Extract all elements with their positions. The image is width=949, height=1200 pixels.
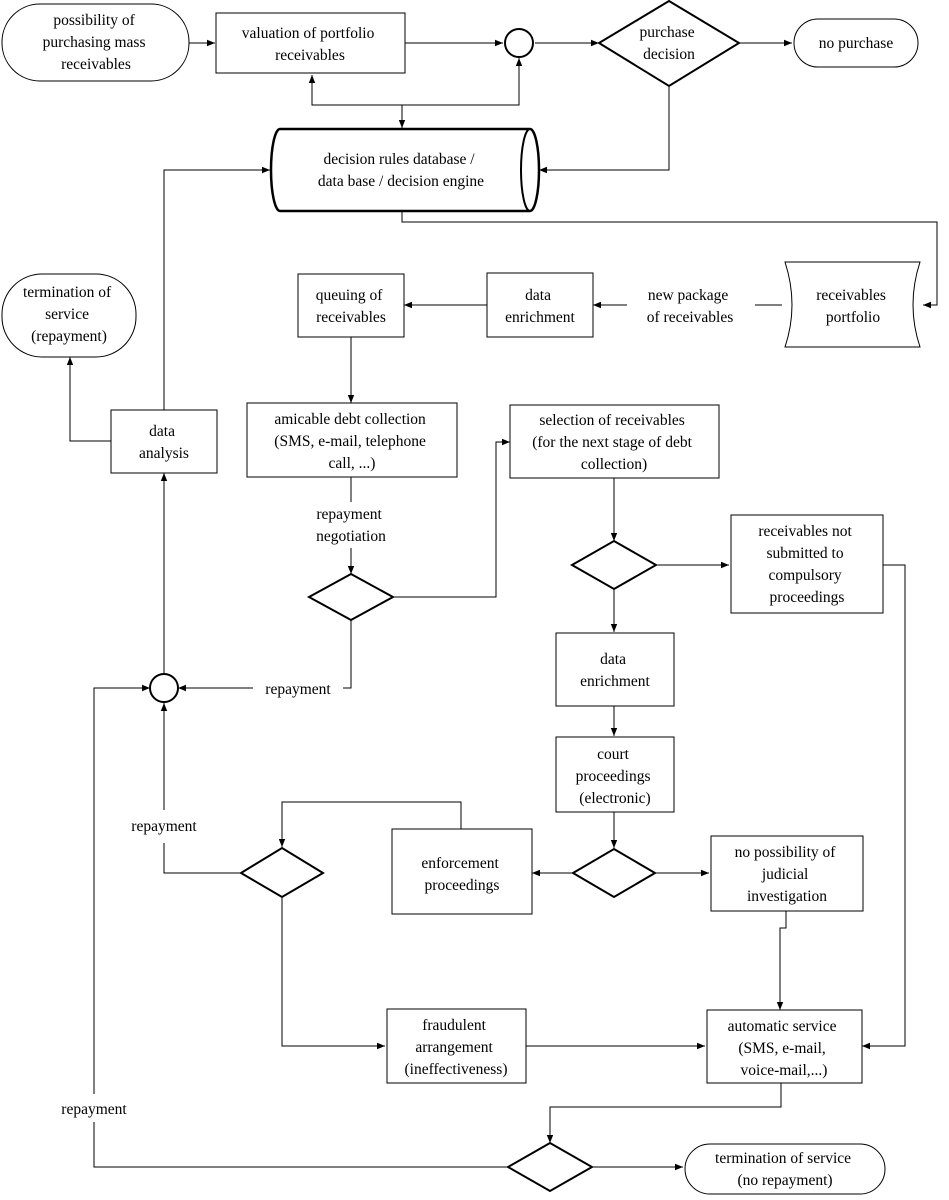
node-termination-repayment: termination of service (repayment) [1,273,137,358]
enforcement-proceedings-label: enforcement proceedings [421,855,502,894]
court-proceedings-label: court proceedings (electronic) [576,746,655,807]
receivables-portfolio-label: receivables portfolio [816,287,890,326]
data-enrichment-2-box [555,632,675,707]
new-package-edge-label: new package of receivables [647,287,734,326]
termination-repayment-shape [1,273,137,358]
no-purchase-terminal-shape [793,18,919,68]
edge-final-repayment-up [93,684,150,1094]
start-label: possibility of purchasing mass receivabl… [43,12,150,73]
termination-no-repayment-label: termination of service (no repayment) [715,1150,855,1189]
start-terminal-shape [1,3,190,82]
edge-diamond-repayment-up [163,843,240,874]
edge-database-to-junction [402,58,523,106]
connectors [66,39,938,1171]
node-not-submitted: receivables not submitted to compulsory … [730,514,884,614]
data-enrichment-1-label: data enrichment [505,287,575,326]
negotiation-decision-diamond [306,572,396,622]
node-automatic-service: automatic service (SMS, e-mail, voice-ma… [706,1009,863,1084]
purchase-decision-label: purchase decision [640,24,699,63]
valuation-box [215,12,406,74]
edge-no-possibility-to-automatic [776,911,787,1010]
no-purchase-label: no purchase [819,35,894,52]
edge-diamond-to-selection [393,438,510,598]
not-submitted-label: receivables not submitted to compulsory … [758,523,855,606]
amicable-collection-label: amicable debt collection (SMS, e-mail, t… [274,411,429,472]
automatic-service-label: automatic service (SMS, e-mail, voice-ma… [728,1018,841,1079]
node-purchase-decision: purchase decision [597,0,741,88]
termination-no-repayment-shape [684,1143,886,1195]
court-decision-diamond [571,847,657,899]
fraudulent-arrangement-box [386,1008,527,1084]
automatic-service-box [706,1009,863,1084]
edge-not-submitted-to-automatic [862,564,906,1050]
edge-decision-to-database [539,86,670,174]
edge-analysis-to-termination [66,357,111,442]
data-analysis-box [110,409,218,474]
not-submitted-box [730,514,884,614]
junction-circle-top [504,28,534,58]
node-data-enrichment-1: data enrichment [486,272,594,338]
node-data-enrichment-2: data enrichment [555,632,675,707]
repayment-negotiation-edge-label: repayment negotiation [316,506,386,545]
edge-diamond-repayment-to-junction [343,620,352,689]
node-court-proceedings: court proceedings (electronic) [555,736,675,813]
selection-label: selection of receivables (for the next s… [532,412,696,473]
repayment-edge-label-1: repayment [265,681,331,698]
receivables-portfolio-shape [784,261,921,348]
node-start: possibility of purchasing mass receivabl… [1,3,190,82]
node-queuing: queuing of receivables [297,273,405,338]
queuing-label: queuing of receivables [316,287,387,326]
node-database: decision rules database / data base / de… [269,127,541,213]
node-receivables-portfolio: receivables portfolio [784,261,921,348]
no-possibility-box [710,835,864,912]
data-enrichment-2-label: data enrichment [580,651,650,690]
valuation-label: valuation of portfolio receivables [242,25,378,64]
node-no-possibility: no possibility of judicial investigation [710,835,864,912]
amicable-collection-box [246,402,458,478]
database-label: decision rules database / data base / de… [318,151,484,190]
node-data-analysis: data analysis [110,409,218,474]
data-enrichment-1-box [486,272,594,338]
edge-database-to-portfolio [401,210,938,309]
node-termination-no-repayment: termination of service (no repayment) [684,1143,886,1195]
data-analysis-label: data analysis [139,423,189,462]
termination-repayment-label: termination of service (repayment) [23,284,115,345]
node-valuation: valuation of portfolio receivables [215,12,406,74]
no-possibility-label: no possibility of judicial investigation [735,844,840,905]
edge-database-to-valuation [308,75,402,106]
enforcement-proceedings-box [391,828,533,915]
edge-enforcement-to-diamond [278,801,462,847]
node-selection: selection of receivables (for the next s… [509,404,720,479]
database-cylinder-shape [269,127,541,213]
purchase-decision-diamond [597,0,741,88]
edge-diamond-to-fraudulent [281,897,385,1050]
selection-decision-diamond [569,539,659,591]
junction-circle-repayment [149,673,179,703]
repayment-edge-label-3: repayment [61,1101,127,1118]
queuing-box [297,273,405,338]
selection-box [509,404,720,479]
edge-analysis-to-database [163,166,270,410]
edge-automatic-to-diamond [546,1083,782,1143]
node-amicable-collection: amicable debt collection (SMS, e-mail, t… [246,402,458,478]
enforcement-decision-diamond [239,846,325,899]
fraudulent-arrangement-label: fraudulent arrangement (ineffectiveness) [405,1017,508,1078]
node-no-purchase: no purchase [793,18,919,68]
edge-final-repayment-left [93,1122,508,1168]
court-proceedings-box [555,736,675,813]
node-fraudulent-arrangement: fraudulent arrangement (ineffectiveness) [386,1008,527,1084]
final-decision-diamond [505,1141,595,1193]
repayment-edge-label-2: repayment [131,818,197,835]
node-enforcement-proceedings: enforcement proceedings [391,828,533,915]
database-cylinder-inner-edge [520,128,531,212]
